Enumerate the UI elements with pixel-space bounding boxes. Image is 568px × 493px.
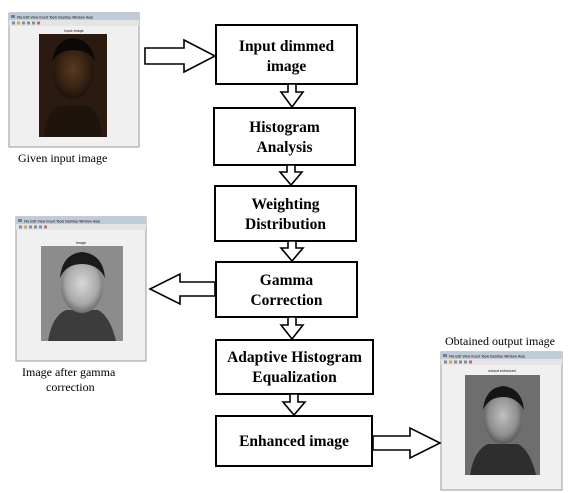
step-enhanced-image: Enhanced image: [215, 415, 373, 467]
step-3-line-2: Distribution: [245, 216, 326, 233]
step-3-line-1: Weighting: [251, 196, 319, 213]
input-image-window: File Edit View Insert Tools Desktop Wind…: [8, 12, 140, 148]
output-window-menu: File Edit View Insert Tools Desktop Wind…: [449, 354, 525, 358]
step-2-line-1: Histogram: [249, 119, 320, 136]
output-image-title: output enhanced: [488, 369, 515, 373]
step-1-line-1: Input dimmed: [239, 38, 335, 55]
down-arrow-2: [278, 164, 304, 187]
down-arrow-4: [279, 316, 305, 341]
step-2-line-2: Analysis: [257, 139, 313, 156]
gamma-image-window: File Edit View Insert Tools Desktop Wind…: [15, 216, 147, 362]
step-histogram-analysis: Histogram Analysis: [213, 107, 356, 166]
right-arrow-input: [144, 38, 217, 74]
step-gamma-correction: Gamma Correction: [215, 261, 358, 318]
step-4-line-1: Gamma: [260, 272, 314, 289]
down-arrow-5: [281, 393, 307, 417]
caption-gamma-line-1: Image after gamma: [22, 365, 116, 379]
step-adaptive-histogram-equalization: Adaptive Histogram Equalization: [215, 339, 374, 395]
down-arrow-3: [279, 240, 305, 263]
step-4-line-2: Correction: [250, 292, 322, 309]
gamma-window-toolbar-icons: [19, 225, 47, 229]
gamma-image-title: Image: [76, 241, 86, 245]
gamma-window-menu: File Edit View Insert Tools Desktop Wind…: [24, 219, 100, 223]
input-image-title: Input image: [64, 29, 83, 33]
step-5-line-2: Equalization: [252, 369, 337, 386]
caption-input: Given input image: [18, 151, 107, 165]
caption-output: Obtained output image: [445, 334, 555, 348]
step-weighting-distribution: Weighting Distribution: [214, 185, 357, 242]
caption-gamma-line-2: correction: [46, 380, 95, 394]
step-input-dimmed-image: Input dimmed image: [215, 24, 358, 85]
input-window-toolbar-icons: [12, 21, 40, 25]
output-image-window: File Edit View Insert Tools Desktop Wind…: [440, 351, 563, 491]
left-arrow-gamma: [148, 272, 216, 306]
step-1-line-2: image: [267, 58, 307, 75]
right-arrow-output: [372, 426, 442, 460]
output-window-toolbar-icons: [444, 360, 472, 364]
step-5-line-1: Adaptive Histogram: [227, 349, 362, 366]
down-arrow-1: [279, 83, 305, 109]
input-window-menu: File Edit View Insert Tools Desktop Wind…: [17, 15, 93, 19]
step-6-line-1: Enhanced image: [239, 433, 349, 450]
